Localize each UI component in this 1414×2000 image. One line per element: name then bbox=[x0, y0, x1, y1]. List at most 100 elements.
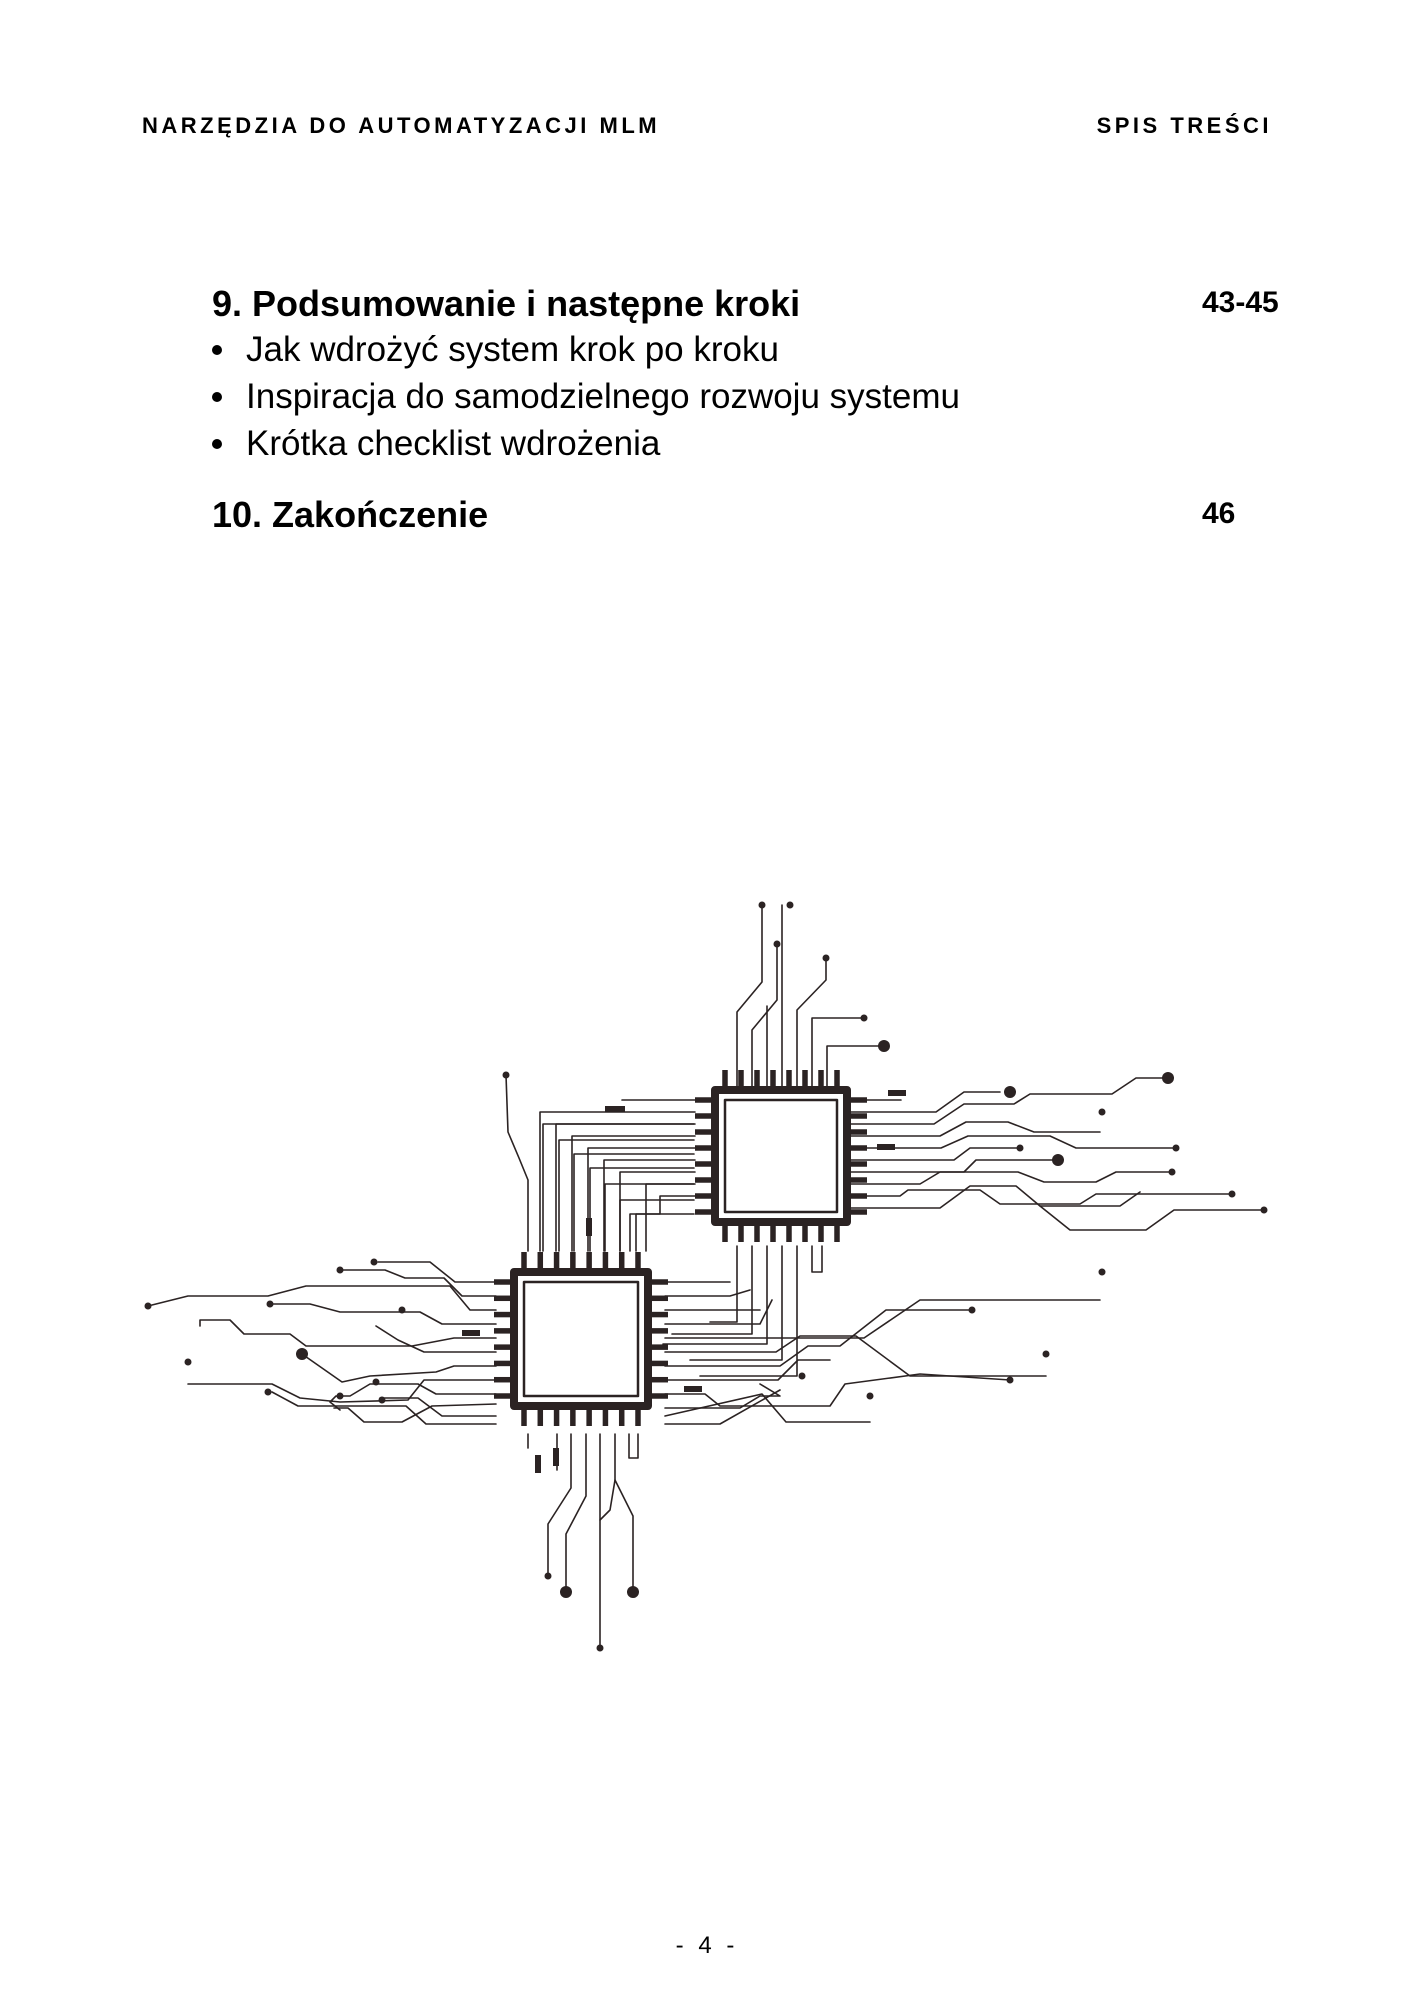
circuit-node bbox=[264, 1388, 272, 1396]
circuit-trace bbox=[751, 943, 778, 1087]
bullet-icon bbox=[212, 345, 222, 355]
circuit-node bbox=[773, 940, 781, 948]
circuit-resistor bbox=[888, 1090, 906, 1096]
toc-section-pages: 46 bbox=[1202, 497, 1236, 530]
bullet-icon bbox=[212, 439, 222, 449]
circuit-trace bbox=[333, 1403, 497, 1423]
circuit-node bbox=[1006, 1376, 1014, 1384]
circuit-trace bbox=[587, 1147, 696, 1252]
circuit-node bbox=[560, 1586, 572, 1598]
circuit-trace bbox=[664, 1359, 831, 1381]
circuit-node bbox=[502, 1071, 510, 1079]
circuit-node bbox=[1162, 1072, 1174, 1084]
circuit-trace bbox=[379, 1397, 497, 1417]
circuit-trace bbox=[147, 1285, 497, 1311]
circuit-trace bbox=[664, 1289, 751, 1297]
toc-section-pages: 43-45 bbox=[1202, 286, 1279, 319]
circuit-node bbox=[378, 1396, 386, 1404]
circuit-trace bbox=[811, 1017, 865, 1087]
table-of-contents: 9. Podsumowanie i następne kroki 43-45 J… bbox=[212, 282, 1312, 537]
circuit-trace bbox=[850, 1121, 1101, 1137]
circuit-node bbox=[786, 901, 794, 909]
circuit-node bbox=[1016, 1144, 1024, 1152]
circuit-trace bbox=[664, 1383, 781, 1409]
circuit-trace bbox=[301, 1353, 497, 1383]
circuit-node bbox=[370, 1258, 378, 1266]
circuit-resistor bbox=[605, 1106, 625, 1112]
circuit-trace bbox=[505, 1074, 529, 1252]
circuit-trace bbox=[565, 1433, 587, 1593]
circuit-trace bbox=[187, 1379, 497, 1403]
circuit-trace bbox=[558, 1139, 695, 1252]
circuit-node bbox=[798, 1372, 806, 1380]
circuit-trace bbox=[850, 1135, 1177, 1149]
processor-chip-icon bbox=[695, 1070, 867, 1242]
circuit-node bbox=[866, 1392, 874, 1400]
circuit-node bbox=[596, 1644, 604, 1652]
circuit-node bbox=[860, 1014, 868, 1022]
running-header-title: NARZĘDZIA DO AUTOMATYZACJI MLM bbox=[142, 113, 661, 138]
circuit-trace bbox=[547, 1433, 572, 1575]
circuit-trace bbox=[645, 1183, 696, 1252]
circuit-node bbox=[1098, 1108, 1106, 1116]
circuit-trace bbox=[850, 1077, 1167, 1125]
circuit-trace bbox=[826, 1045, 881, 1087]
circuit-trace bbox=[542, 1123, 695, 1252]
circuit-node bbox=[758, 901, 766, 909]
circuit-trace bbox=[573, 1153, 695, 1252]
circuit-trace bbox=[664, 1389, 781, 1425]
circuit-node bbox=[144, 1302, 152, 1310]
circuit-trace bbox=[850, 1171, 1173, 1185]
circuit-trace bbox=[850, 1091, 1001, 1113]
circuit-node bbox=[184, 1358, 192, 1366]
circuit-trace bbox=[628, 1433, 639, 1459]
circuit-trace bbox=[664, 1299, 773, 1325]
circuit-node bbox=[398, 1306, 406, 1314]
circuit-trace bbox=[629, 1195, 696, 1252]
circuit-trace bbox=[555, 1123, 696, 1252]
circuit-trace bbox=[599, 1479, 616, 1521]
circuit-node bbox=[266, 1300, 274, 1308]
circuit-resistor bbox=[684, 1386, 702, 1392]
circuit-trace bbox=[662, 1245, 768, 1345]
circuit-node bbox=[968, 1306, 976, 1314]
circuit-node bbox=[1172, 1144, 1180, 1152]
circuit-trace bbox=[339, 1269, 497, 1297]
toc-subitem-label: Krótka checklist wdrożenia bbox=[246, 424, 661, 463]
circuit-trace bbox=[850, 1185, 1141, 1209]
circuit-trace bbox=[377, 1261, 497, 1283]
circuit-node bbox=[878, 1040, 890, 1052]
circuit-node bbox=[296, 1348, 308, 1360]
circuit-trace bbox=[709, 1245, 738, 1323]
circuit-trace bbox=[604, 1183, 695, 1252]
circuit-node bbox=[1168, 1168, 1176, 1176]
toc-subitem: Krótka checklist wdrożenia bbox=[212, 420, 1312, 467]
circuit-resistor bbox=[462, 1330, 480, 1336]
circuit-node bbox=[1042, 1350, 1050, 1358]
circuit-node bbox=[822, 954, 830, 962]
circuit-trace bbox=[614, 1433, 634, 1593]
circuit-trace bbox=[850, 1147, 1021, 1161]
circuit-node bbox=[1052, 1154, 1064, 1166]
circuit-resistor bbox=[553, 1448, 559, 1466]
toc-subitem-label: Jak wdrożyć system krok po kroku bbox=[246, 330, 779, 369]
circuit-trace bbox=[619, 1199, 695, 1252]
circuit-resistor bbox=[877, 1144, 895, 1150]
circuit-node bbox=[1260, 1206, 1268, 1214]
toc-subitem-label: Inspiracja do samodzielnego rozwoju syst… bbox=[246, 377, 960, 416]
toc-subitem: Inspiracja do samodzielnego rozwoju syst… bbox=[212, 373, 1312, 420]
toc-subitem: Jak wdrożyć system krok po kroku bbox=[212, 326, 1312, 373]
circuit-trace bbox=[664, 1335, 1047, 1377]
bullet-icon bbox=[212, 392, 222, 402]
circuit-trace bbox=[635, 1213, 695, 1252]
toc-section-10: 10. Zakończenie 46 bbox=[212, 493, 1312, 537]
circuit-trace bbox=[664, 1393, 871, 1423]
circuit-node bbox=[336, 1392, 344, 1400]
circuit-node bbox=[1228, 1190, 1236, 1198]
circuit-trace bbox=[850, 1159, 1053, 1173]
circuit-trace bbox=[1039, 1205, 1265, 1231]
circuit-trace bbox=[571, 1135, 696, 1252]
toc-section-title: 10. Zakończenie bbox=[212, 494, 489, 535]
circuit-trace bbox=[664, 1299, 1101, 1339]
circuit-node bbox=[544, 1572, 552, 1580]
